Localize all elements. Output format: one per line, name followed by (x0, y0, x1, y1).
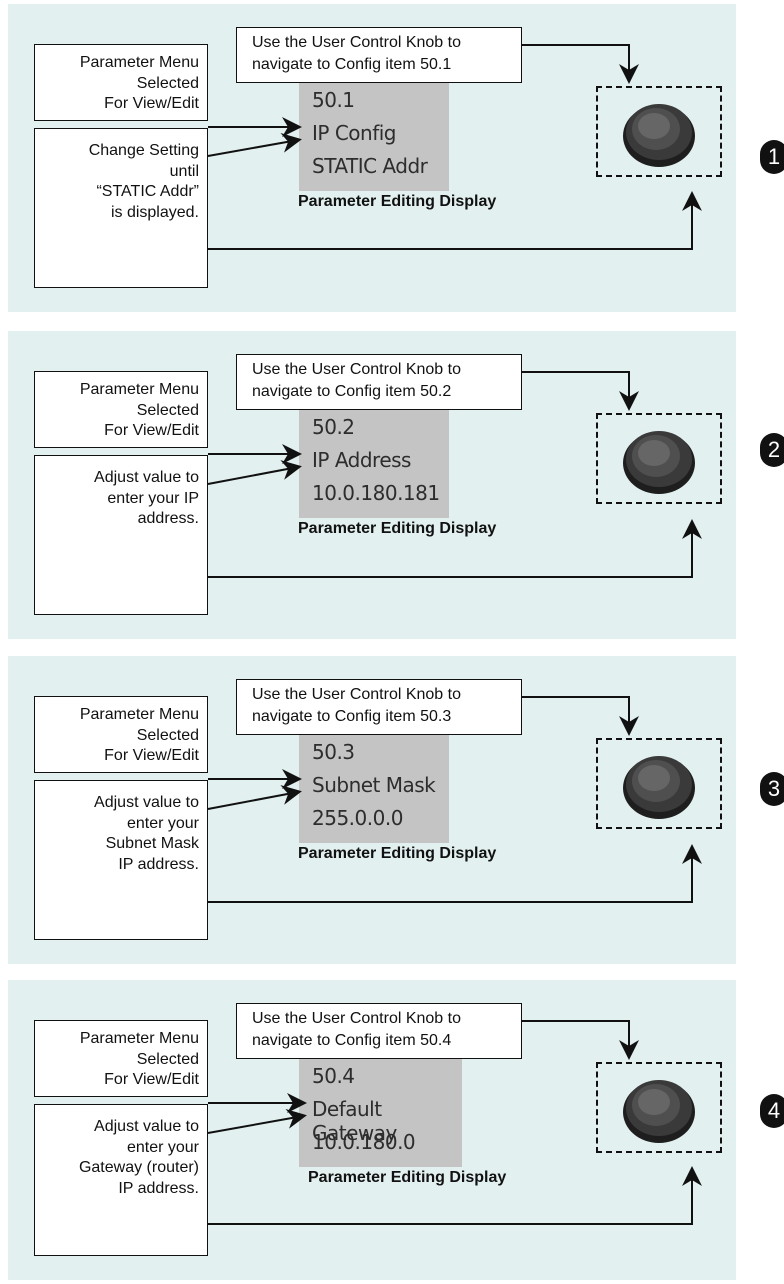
arrow-icon (207, 132, 302, 157)
knob-instruction-box: Use the User Control Knob to navigate to… (236, 679, 522, 735)
display-caption: Parameter Editing Display (308, 1169, 507, 1186)
instruction-line: Subnet Mask (105, 835, 199, 852)
menu-text-line: Selected (136, 1050, 199, 1068)
knob-instruction-line: navigate to Config item 50.2 (252, 383, 452, 400)
menu-selected-box: Parameter Menu Selected For View/Edit (34, 1020, 208, 1097)
control-knob-icon (623, 1080, 695, 1143)
instruction-line: “STATIC Addr” (96, 183, 199, 200)
instruction-line: IP address. (118, 855, 199, 873)
menu-selected-box: Parameter Menu Selected For View/Edit (34, 44, 208, 121)
display-caption: Parameter Editing Display (298, 193, 497, 210)
knob-instruction-line: Use the User Control Knob to (252, 686, 461, 703)
menu-text-line: Parameter Menu (79, 54, 199, 71)
step-number-badge: 4 (760, 1094, 784, 1128)
display-item-name: IP Config (312, 121, 397, 145)
instruction-line: Change Setting (88, 142, 199, 159)
menu-selected-box: Parameter Menu Selected For View/Edit (34, 371, 208, 448)
display-item-name: Subnet Mask (312, 773, 436, 797)
knob-instruction-box: Use the User Control Knob to navigate to… (236, 1003, 522, 1059)
instruction-line: enter your IP (107, 489, 199, 507)
parameter-display: 50.4 Default Gateway 10.0.180.0 (299, 1059, 462, 1167)
arrow-icon (207, 1108, 307, 1134)
change-setting-box: Adjust value to enter your Gateway (rout… (34, 1104, 208, 1256)
display-item-number: 50.1 (312, 88, 355, 112)
arrow-icon (522, 371, 639, 411)
step-number-badge: 1 (760, 140, 784, 174)
knob-frame (596, 738, 722, 829)
display-item-name: IP Address (312, 448, 411, 472)
menu-text-line: Parameter Menu (79, 381, 199, 398)
knob-instruction-box: Use the User Control Knob to navigate to… (236, 27, 522, 83)
knob-instruction-line: Use the User Control Knob to (252, 361, 461, 378)
knob-instruction-box: Use the User Control Knob to navigate to… (236, 354, 522, 410)
arrow-icon (207, 460, 302, 485)
step-number-badge: 2 (760, 433, 784, 467)
knob-instruction-line: Use the User Control Knob to (252, 1010, 461, 1027)
display-item-value: STATIC Addr (312, 154, 428, 178)
instruction-line: is displayed. (110, 203, 199, 221)
menu-selected-box: Parameter Menu Selected For View/Edit (34, 696, 208, 773)
step-panel-2: Parameter Menu Selected For View/Edit Ad… (8, 331, 784, 639)
knob-frame (596, 1062, 722, 1153)
knob-frame (596, 86, 722, 177)
menu-text-line: Selected (136, 726, 199, 744)
step-panel-4: Parameter Menu Selected For View/Edit Ad… (8, 980, 784, 1280)
instruction-line: Adjust value to (94, 469, 199, 486)
control-knob-icon (623, 756, 695, 819)
step-panel-1: Parameter Menu Selected For View/Edit Ch… (8, 4, 784, 312)
change-setting-box: Adjust value to enter your IP address. (34, 455, 208, 615)
knob-instruction-line: navigate to Config item 50.3 (252, 708, 452, 725)
instruction-line: Gateway (router) (78, 1159, 199, 1176)
knob-instruction-line: Use the User Control Knob to (252, 34, 461, 51)
menu-text-line: Selected (136, 74, 199, 92)
menu-text-line: Parameter Menu (79, 1030, 199, 1047)
instruction-line: enter your (126, 814, 199, 832)
change-setting-box: Change Setting until “STATIC Addr” is di… (34, 128, 208, 288)
display-item-number: 50.2 (312, 415, 355, 439)
menu-text-line: For View/Edit (104, 747, 199, 764)
change-setting-box: Adjust value to enter your Subnet Mask I… (34, 780, 208, 940)
instruction-line: Adjust value to (94, 1118, 199, 1135)
parameter-display: 50.1 IP Config STATIC Addr (299, 83, 449, 191)
display-caption: Parameter Editing Display (298, 845, 497, 862)
menu-text-line: Parameter Menu (79, 706, 199, 723)
display-item-value: 10.0.180.0 (312, 1130, 416, 1154)
arrow-icon (208, 519, 702, 578)
step-number-badge: 3 (760, 772, 784, 806)
display-item-number: 50.4 (312, 1064, 355, 1088)
knob-instruction-line: navigate to Config item 50.1 (252, 56, 452, 73)
knob-instruction-line: navigate to Config item 50.4 (252, 1032, 452, 1049)
display-item-number: 50.3 (312, 740, 355, 764)
menu-text-line: For View/Edit (104, 1071, 199, 1088)
menu-text-line: For View/Edit (104, 422, 199, 439)
parameter-display: 50.3 Subnet Mask 255.0.0.0 (299, 735, 449, 843)
instruction-line: address. (137, 510, 199, 527)
knob-frame (596, 413, 722, 504)
menu-text-line: Selected (136, 401, 199, 419)
arrow-icon (208, 844, 702, 903)
arrow-icon (522, 44, 639, 84)
menu-text-line: For View/Edit (104, 95, 199, 112)
instruction-line: IP address. (118, 1179, 199, 1197)
display-item-name: Default Gateway (312, 1097, 397, 1145)
arrow-icon (208, 191, 702, 250)
instruction-line: enter your (126, 1138, 199, 1156)
arrow-icon (207, 785, 302, 810)
display-item-value: 255.0.0.0 (312, 806, 403, 830)
instruction-line: Adjust value to (94, 794, 199, 811)
parameter-display: 50.2 IP Address 10.0.180.181 (299, 410, 449, 518)
display-caption: Parameter Editing Display (298, 520, 497, 537)
display-item-value: 10.0.180.181 (312, 481, 440, 505)
instruction-line: until (169, 162, 199, 180)
arrow-icon (522, 1020, 639, 1060)
control-knob-icon (623, 431, 695, 494)
control-knob-icon (623, 104, 695, 167)
arrow-icon (208, 1166, 702, 1225)
arrow-icon (522, 696, 639, 736)
step-panel-3: Parameter Menu Selected For View/Edit Ad… (8, 656, 784, 964)
